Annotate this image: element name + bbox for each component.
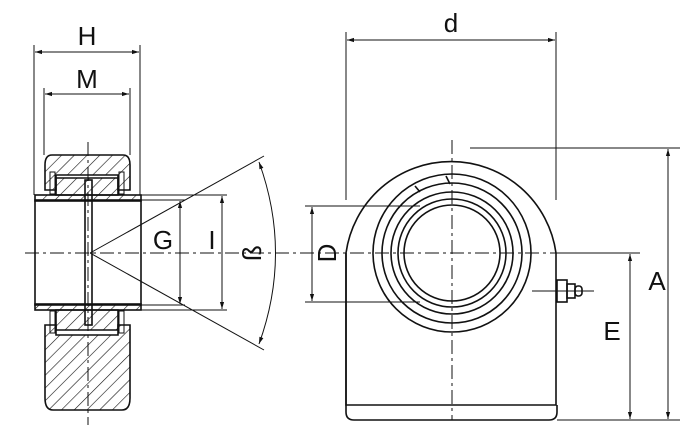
dimension-beta-arc [258, 161, 276, 345]
housing-front-view [300, 32, 680, 421]
wheel-section-view [25, 45, 300, 425]
label-A: A [648, 266, 666, 296]
label-d: d [444, 8, 458, 38]
grease-nipple [532, 279, 594, 303]
label-G: G [153, 225, 173, 255]
label-E: E [603, 316, 620, 346]
label-beta: ß [237, 245, 267, 261]
label-M: M [76, 64, 98, 94]
label-D: D [312, 244, 342, 263]
label-I: I [208, 225, 215, 255]
label-H: H [78, 21, 97, 51]
